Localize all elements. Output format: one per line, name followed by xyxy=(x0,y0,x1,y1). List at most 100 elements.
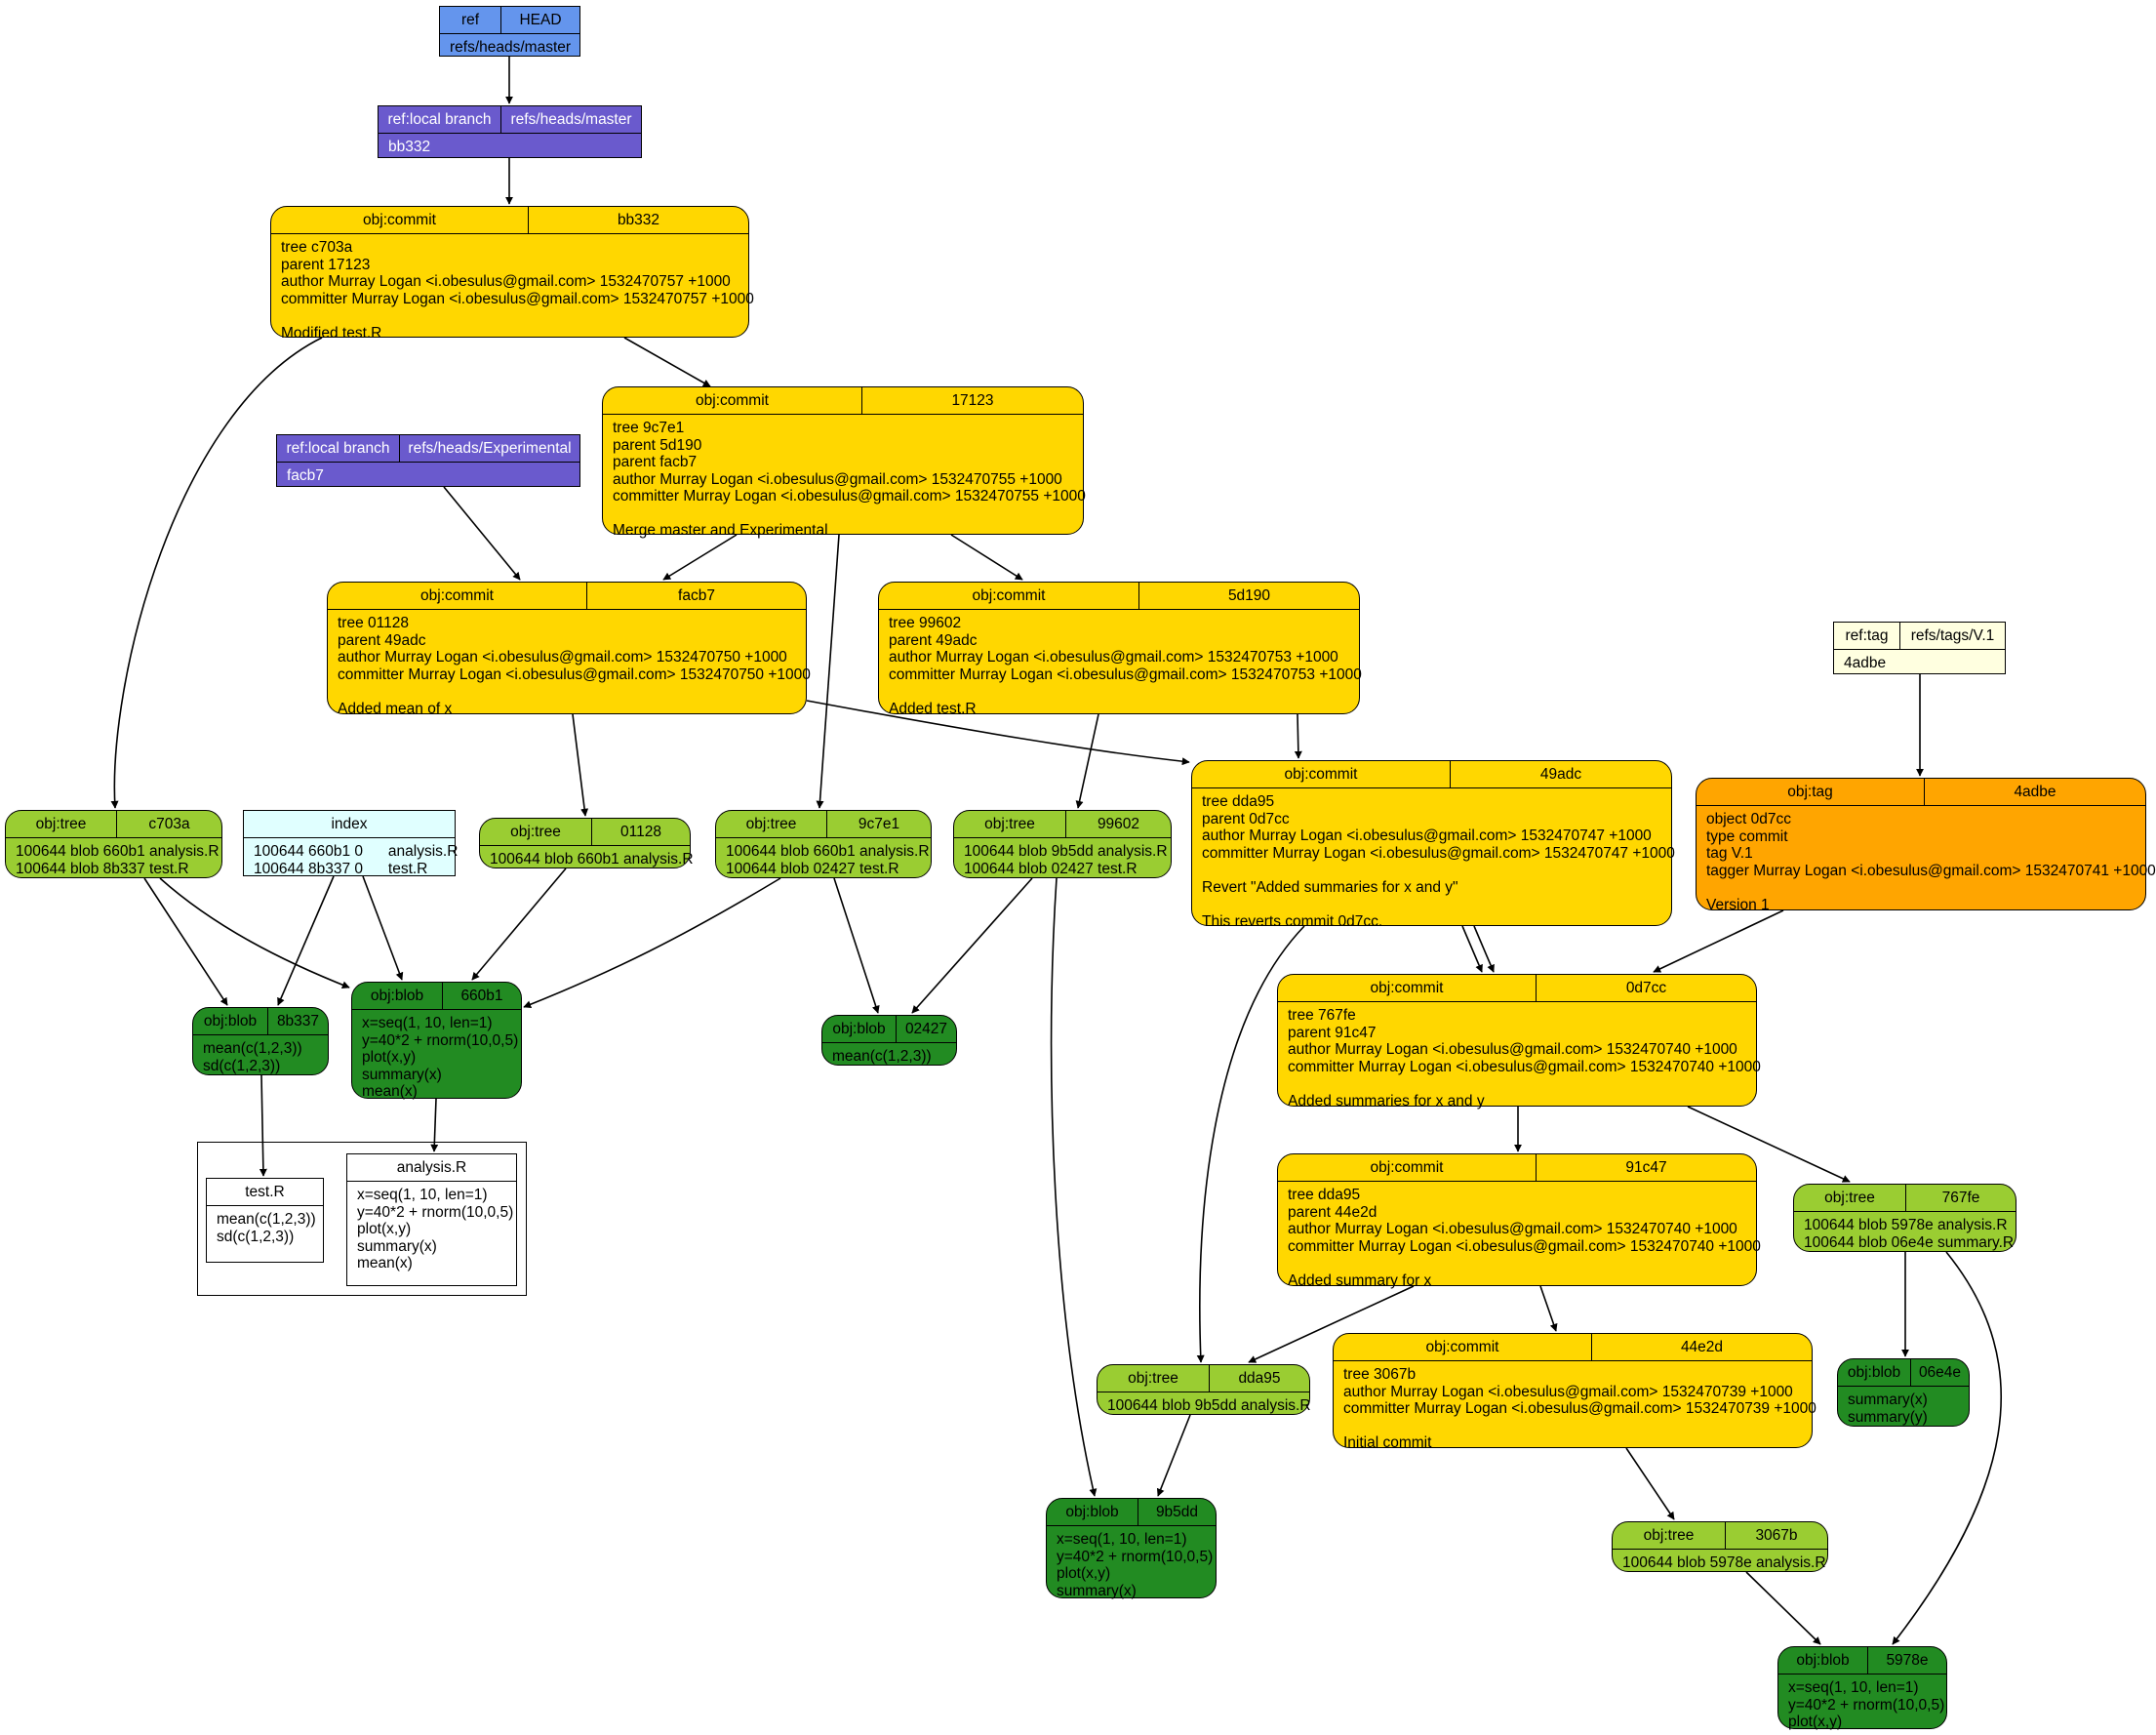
content-line: refs/heads/master xyxy=(450,39,572,56)
node-type-label: obj:commit xyxy=(1334,1334,1592,1360)
edge-c_bb332-to-c_17123 xyxy=(623,337,711,387)
content-line: facb7 xyxy=(287,467,324,484)
content-line: tree 3067b xyxy=(1343,1366,1417,1383)
node-content: 4adbe xyxy=(1834,650,2005,676)
node-content: mean(c(1,2,3))sd(c(1,2,3)) xyxy=(193,1035,328,1078)
content-line: plot(x,y) xyxy=(1788,1714,1843,1730)
node-type-label: ref xyxy=(440,7,501,33)
edge-index-to-b_8b337 xyxy=(277,875,335,1006)
content-line: Modified test.R xyxy=(281,324,382,342)
node-id-label: 17123 xyxy=(951,391,994,409)
content-line xyxy=(1202,896,1661,913)
content-line: This reverts commit 0d7cc. xyxy=(1202,912,1383,930)
content-line: 100644 blob 660b1 analysis.R xyxy=(16,843,220,860)
content-line: tagger Murray Logan <i.obesulus@gmail.co… xyxy=(1706,862,2156,879)
content-line xyxy=(1706,879,2136,897)
node-content: 100644 blob 5978e analysis.R xyxy=(1613,1550,1827,1576)
node-type-label: obj:commit xyxy=(1192,761,1451,787)
edge-c_44e2d-to-t_3067b xyxy=(1625,1447,1675,1520)
edge-t_3067b-to-b_5978e xyxy=(1745,1571,1821,1645)
content-line: y=40*2 + rnorm(10,0,5) xyxy=(1057,1548,1214,1565)
content-line: 100644 blob 5978e analysis.R xyxy=(1622,1554,1826,1571)
node-type-label: obj:tree xyxy=(1794,1185,1906,1211)
node-id-label: 9b5dd xyxy=(1155,1503,1199,1520)
content-line: summary(x) xyxy=(362,1066,442,1083)
content-line: 100644 blob 9b5dd analysis.R xyxy=(1107,1397,1311,1414)
edge-t_9c7e1-to-b_02427 xyxy=(833,877,880,1014)
node-type-label: obj:commit xyxy=(271,207,529,233)
content-line: plot(x,y) xyxy=(357,1221,412,1237)
node-id-label: 44e2d xyxy=(1680,1338,1724,1355)
node-id-label: HEAD xyxy=(519,11,562,28)
content-line: Added mean of x xyxy=(338,700,453,717)
edge-c_facb7-to-c_49adc xyxy=(806,700,1190,766)
content-line: committer Murray Logan <i.obesulus@gmail… xyxy=(338,666,811,683)
node-header: analysis.R xyxy=(347,1154,516,1182)
node-id-label: refs/tags/V.1 xyxy=(1910,626,1995,644)
node-type-label: obj:tag xyxy=(1697,779,1925,805)
edge-c_5d190-to-c_49adc xyxy=(1075,713,1099,809)
content-line: committer Murray Logan <i.obesulus@gmail… xyxy=(613,488,1086,504)
edge-c_17123-to-t_9c7e1 xyxy=(816,534,840,809)
content-line: 100644 blob 660b1 analysis.R xyxy=(726,843,930,860)
content-line: Added test.R xyxy=(889,700,977,717)
node-type-label: ref:tag xyxy=(1834,623,1900,649)
node-header: obj:tree 01128 xyxy=(480,819,690,846)
content-line: tag V.1 xyxy=(1706,845,1753,862)
node-id-label: 01128 xyxy=(620,823,661,840)
content-line: author Murray Logan <i.obesulus@gmail.co… xyxy=(1202,827,1652,844)
content-line: tree 01128 xyxy=(338,615,409,631)
content-line: tree c703a xyxy=(281,239,353,256)
node-id-label: bb332 xyxy=(617,211,660,228)
working-directory-box xyxy=(197,1142,527,1296)
node-header: ref HEAD xyxy=(440,7,579,34)
content-line: committer Murray Logan <i.obesulus@gmail… xyxy=(1288,1058,1761,1075)
content-line: 100644 8b337 0 test.R xyxy=(254,860,428,877)
node-title: analysis.R xyxy=(396,1158,467,1176)
edge-c_91c47-to-c_44e2d xyxy=(1539,1285,1558,1332)
node-content: refs/heads/master xyxy=(440,34,579,61)
content-line: 100644 660b1 0 analysis.R xyxy=(254,843,459,860)
content-line: 100644 blob 9b5dd analysis.R xyxy=(964,843,1168,860)
node-type-label: ref:local branch xyxy=(379,106,501,133)
node-content: mean(c(1,2,3))sd(c(1,2,3)) xyxy=(207,1206,323,1249)
content-line: 100644 blob 02427 test.R xyxy=(964,860,1138,877)
content-line: mean(c(1,2,3)) xyxy=(203,1040,302,1057)
node-type-label: obj:tree xyxy=(954,811,1066,837)
content-line: summary(y) xyxy=(1848,1408,1928,1426)
content-line: parent 44e2d xyxy=(1288,1203,1377,1221)
node-type-label: obj:commit xyxy=(879,583,1139,609)
edge-tag_obj-to-c_0d7cc xyxy=(1653,909,1784,973)
content-line: committer Murray Logan <i.obesulus@gmail… xyxy=(281,290,754,307)
edge-c_17123-to-c_facb7 xyxy=(662,534,738,581)
content-line: y=40*2 + rnorm(10,0,5) xyxy=(1788,1696,1945,1714)
content-line: author Murray Logan <i.obesulus@gmail.co… xyxy=(1288,1221,1737,1237)
node-type-label: obj:tree xyxy=(480,819,592,845)
content-line: author Murray Logan <i.obesulus@gmail.co… xyxy=(281,273,731,290)
content-line: author Murray Logan <i.obesulus@gmail.co… xyxy=(613,470,1062,488)
node-header: ref:tag refs/tags/V.1 xyxy=(1834,623,2005,650)
node-id-label: 660b1 xyxy=(460,987,503,1004)
content-line: x=seq(1, 10, len=1) xyxy=(1057,1531,1187,1548)
